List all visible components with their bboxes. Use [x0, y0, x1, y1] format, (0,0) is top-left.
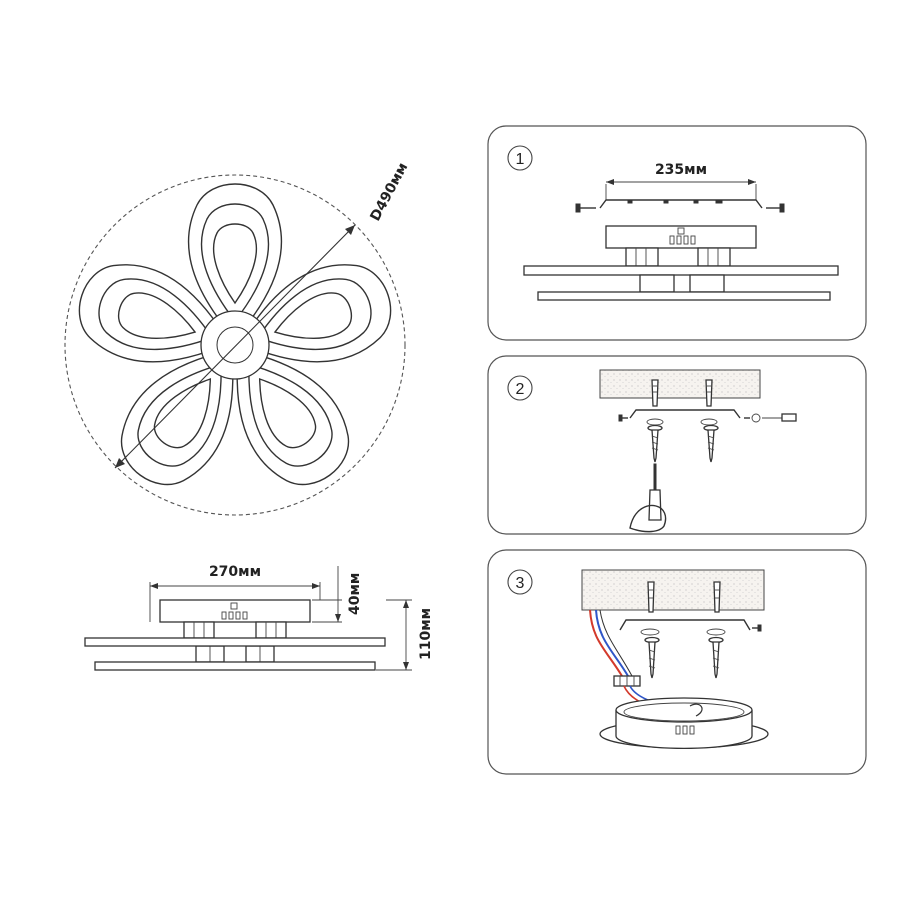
- diameter-arrow-top: [345, 225, 355, 235]
- screw-right: [703, 424, 719, 463]
- connector-icon: [781, 413, 797, 422]
- diameter-arrow-bottom: [115, 458, 125, 468]
- step3-mounting-plate: [619, 619, 751, 631]
- base-height-label: 40мм: [347, 573, 363, 615]
- diameter-line: [114, 224, 356, 469]
- ceiling-section: [599, 369, 761, 399]
- step-1-panel: 1 235мм: [487, 125, 867, 341]
- outer-diameter-circle: [64, 174, 406, 516]
- lamp-upper-plate: [523, 265, 839, 276]
- step-3-number: 3: [516, 575, 525, 592]
- center-hub: [200, 310, 270, 380]
- screw-left-3: [644, 636, 660, 679]
- blue-wire: [595, 609, 629, 677]
- step-3-panel: 3: [487, 549, 867, 775]
- petal-1: [187, 183, 283, 341]
- lamp-terminal-3: [675, 725, 695, 735]
- wall-anchor-left-3: [647, 581, 655, 613]
- step-1-number: 1: [516, 151, 525, 168]
- total-height-label: 110мм: [418, 608, 434, 660]
- petal-3: [236, 348, 350, 486]
- wall-anchor-right: [705, 379, 713, 407]
- hand-icon: [629, 504, 667, 533]
- flower-petals: [78, 183, 392, 486]
- screw-right-3: [708, 636, 724, 679]
- petal-2: [239, 264, 392, 363]
- step-3-badge: [507, 569, 533, 595]
- top-view: D490мм: [64, 160, 411, 516]
- mounting-plate: [599, 199, 763, 209]
- mounting-screw-left: [575, 203, 596, 213]
- nut-icon: [751, 413, 761, 423]
- petal-5: [78, 264, 231, 363]
- screw-left: [647, 424, 663, 463]
- screwdriver-icon: [648, 463, 662, 521]
- step-2-panel: 2: [487, 355, 867, 535]
- base-terminal: [221, 611, 248, 620]
- step-1-badge: [507, 145, 533, 171]
- lower-plate: [94, 661, 376, 671]
- lamp-terminal: [669, 235, 696, 245]
- base-width-label: 270мм: [209, 564, 261, 580]
- diameter-label: D490мм: [367, 160, 411, 224]
- step-2-badge: [507, 375, 533, 401]
- lamp-lower-plate: [537, 291, 831, 301]
- plate-width-label: 235мм: [655, 162, 707, 178]
- ceiling-section-3: [581, 569, 765, 611]
- base-box: [159, 599, 311, 623]
- lamp-cable: [689, 703, 703, 717]
- wall-anchor-left: [651, 379, 659, 407]
- step-2-number: 2: [516, 381, 525, 398]
- center-hub-inner: [216, 326, 254, 364]
- ground-wire: [599, 609, 633, 677]
- upper-plate: [84, 637, 386, 647]
- step2-mounting-plate: [629, 409, 741, 419]
- red-wire: [589, 609, 623, 677]
- mounting-screw-right: [766, 203, 785, 213]
- petal-4: [120, 348, 234, 486]
- wall-anchor-right-3: [713, 581, 721, 613]
- side-view: 270мм 40мм: [84, 564, 434, 671]
